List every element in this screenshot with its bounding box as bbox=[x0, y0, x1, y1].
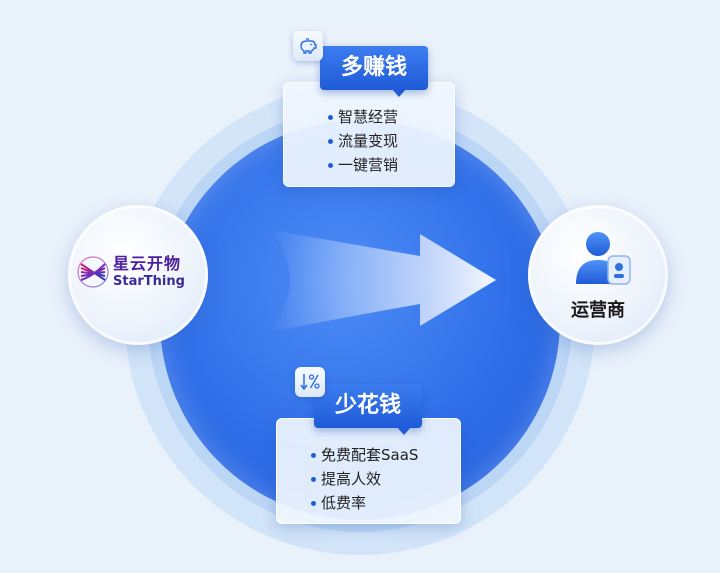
flow-arrow-icon bbox=[270, 230, 496, 332]
spend-less-badge bbox=[295, 367, 325, 397]
spend-less-item: 免费配套SaaS bbox=[311, 443, 418, 467]
spend-less-card: 免费配套SaaS 提高人效 低费率 bbox=[276, 418, 461, 524]
starthing-logo-icon bbox=[77, 256, 109, 288]
spend-less-tag-tail bbox=[397, 427, 411, 435]
piggy-bank-icon bbox=[300, 38, 317, 54]
starthing-logo: 星云开物 StarThing bbox=[76, 255, 185, 289]
earn-more-badge bbox=[293, 31, 323, 61]
percent-down-icon bbox=[300, 374, 320, 391]
spend-less-item: 低费率 bbox=[311, 491, 418, 515]
spend-less-title: 少花钱 bbox=[314, 384, 422, 428]
operator-label: 运营商 bbox=[571, 300, 625, 321]
logo-chinese-name: 星云开物 bbox=[113, 254, 182, 273]
earn-more-item: 智慧经营 bbox=[328, 105, 398, 129]
earn-more-item: 一键营销 bbox=[328, 153, 398, 177]
earn-more-title: 多赚钱 bbox=[320, 46, 428, 90]
spend-less-item: 提高人效 bbox=[311, 467, 418, 491]
user-profile-icon bbox=[576, 232, 631, 285]
earn-more-tag-tail bbox=[392, 89, 406, 97]
earn-more-item: 流量变现 bbox=[328, 129, 398, 153]
earn-more-card: 智慧经营 流量变现 一键营销 bbox=[283, 82, 455, 187]
logo-english-name: StarThing bbox=[113, 274, 185, 289]
